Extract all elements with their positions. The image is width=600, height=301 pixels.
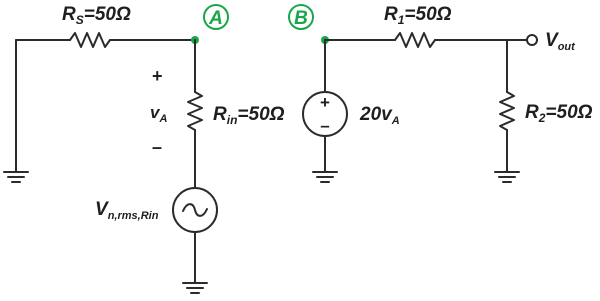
ground-symbol-r2 — [494, 171, 520, 183]
va-label: vA — [150, 103, 167, 125]
vout-terminal — [526, 34, 538, 46]
dependent-voltage-source: + – — [302, 91, 348, 137]
resistor-r1 — [394, 32, 436, 48]
ground-symbol-dep-source — [312, 171, 338, 183]
va-plus: + — [152, 66, 163, 86]
vn-label: Vn,rms,Rin — [95, 199, 159, 222]
rin-label: Rin=50Ω — [213, 104, 285, 127]
r1-label: R1=50Ω — [384, 4, 452, 27]
ground-symbol-left — [3, 171, 29, 183]
resistor-r2 — [499, 91, 515, 131]
dep-source-minus: – — [320, 116, 329, 135]
node-a-label: A — [208, 8, 223, 29]
node-a-marker: A — [203, 4, 229, 30]
rs-label: RS=50Ω — [62, 4, 131, 27]
gain-label: 20vA — [359, 104, 400, 127]
vout-label: Vout — [545, 30, 576, 53]
va-minus: – — [152, 137, 162, 157]
r2-label: R2=50Ω — [525, 102, 593, 125]
resistor-rs — [69, 32, 111, 48]
ground-symbol-source — [182, 282, 208, 294]
resistor-rin — [187, 91, 203, 131]
noise-voltage-source — [172, 187, 218, 233]
node-b-label: B — [294, 8, 308, 29]
dep-source-plus: + — [320, 93, 330, 112]
node-b-marker: B — [288, 4, 314, 30]
